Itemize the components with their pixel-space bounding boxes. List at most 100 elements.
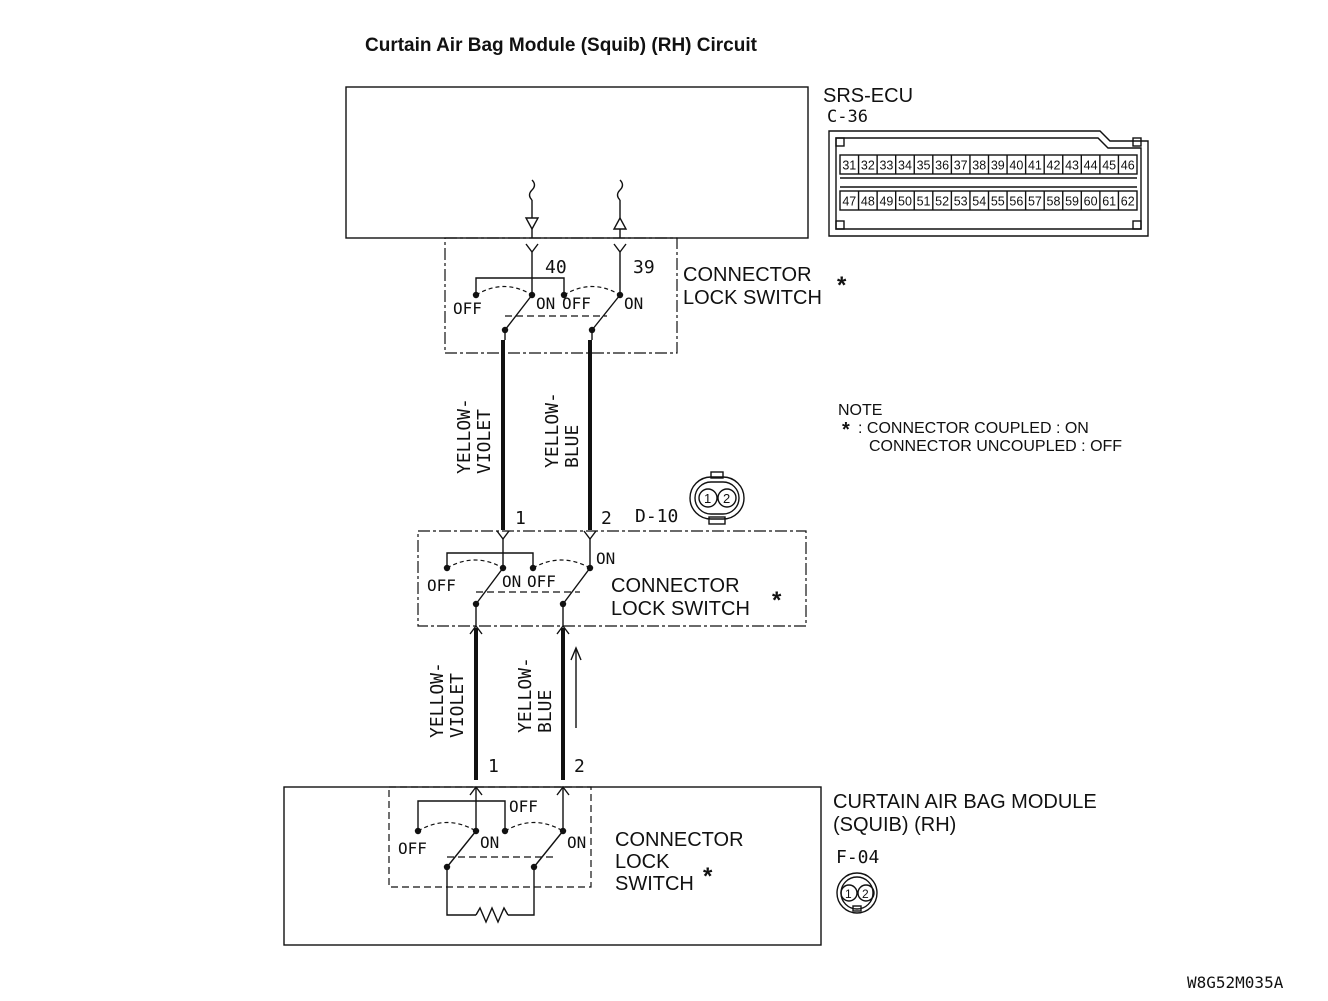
module-lock-switch-box (388, 786, 592, 888)
ecu-lock-switch-asterisk: * (837, 272, 847, 299)
lower-wire-terminals-top (469, 624, 570, 635)
wire1-upper-label-2: VIOLET (474, 409, 495, 474)
module-name-1: CURTAIN AIR BAG MODULE (833, 791, 1097, 813)
c36-top-pin-43: 43 (1065, 159, 1079, 173)
switch3-off-b: OFF (509, 797, 538, 816)
switch1-off-a: OFF (453, 299, 482, 318)
module-pin-1-label: 1 (488, 756, 499, 777)
c36-bottom-pin-47: 47 (842, 195, 856, 209)
switch2-on-a: ON (502, 572, 521, 591)
note-heading: NOTE (838, 402, 882, 419)
d10-face-pin2: 2 (723, 491, 730, 506)
module-lock-switch-label-3: SWITCH (615, 873, 694, 895)
d10-lock-switch-asterisk: * (772, 587, 782, 614)
ecu-lock-switch-circuit: OFF ON OFF ON (453, 243, 643, 340)
c36-bottom-pin-51: 51 (917, 195, 931, 209)
c36-top-pin-36: 36 (935, 159, 949, 173)
d10-lock-switch-label-2: LOCK SWITCH (611, 598, 750, 620)
d10-pin-2: 2 (601, 508, 612, 529)
c36-top-pin-41: 41 (1028, 159, 1042, 173)
c36-bottom-pin-59: 59 (1065, 195, 1079, 209)
d10-connector-label: D-10 (635, 506, 678, 527)
note-line-1: : CONNECTOR COUPLED : ON (858, 420, 1089, 437)
c36-bottom-pin-61: 61 (1102, 195, 1116, 209)
f04-face-pin2: 2 (862, 887, 869, 901)
diagram-title: Curtain Air Bag Module (Squib) (RH) Circ… (365, 35, 758, 56)
c36-top-pin-34: 34 (898, 159, 912, 173)
d10-face-pin1: 1 (704, 491, 711, 506)
c36-top-pin-38: 38 (972, 159, 986, 173)
d10-lock-switch-label-1: CONNECTOR (611, 575, 740, 597)
c36-bottom-pin-49: 49 (879, 195, 893, 209)
wire1-lower-label-1: YELLOW- (427, 662, 448, 738)
switch2-off-a: OFF (427, 576, 456, 595)
c36-bottom-pin-58: 58 (1047, 195, 1061, 209)
switch2-off-b: OFF (527, 572, 556, 591)
c36-bottom-pin-57: 57 (1028, 195, 1042, 209)
module-pin-2-label: 2 (574, 756, 585, 777)
wire2-lower-label-2: BLUE (535, 690, 556, 733)
srs-ecu-label: SRS-ECU (823, 85, 913, 107)
airbag-module-box (283, 786, 822, 946)
d10-connector-face: 1 2 (689, 471, 745, 525)
switch1-off-b: OFF (562, 294, 591, 313)
current-direction-arrow (570, 646, 582, 728)
c36-top-pin-33: 33 (879, 159, 893, 173)
figure-code: W8G52M035A (1187, 973, 1284, 992)
switch1-on-b: ON (624, 294, 643, 313)
c36-top-pin-37: 37 (954, 159, 968, 173)
f04-connector-label: F-04 (836, 847, 879, 868)
c36-bottom-pin-56: 56 (1009, 195, 1023, 209)
note-asterisk: * (842, 419, 850, 441)
module-name-2: (SQUIB) (RH) (833, 814, 956, 836)
d10-lock-switch-circuit: OFF ON OFF ON (427, 530, 615, 626)
switch3-off-a: OFF (398, 839, 427, 858)
module-lock-switch-label-1: CONNECTOR (615, 829, 744, 851)
switch2-on-b: ON (596, 549, 615, 568)
switch1-on-a: ON (536, 294, 555, 313)
c36-bottom-pin-53: 53 (954, 195, 968, 209)
c36-top-pin-35: 35 (917, 159, 931, 173)
wire2-lower-label-1: YELLOW- (515, 657, 536, 733)
ecu-pin-40-label: 40 (545, 257, 567, 278)
c36-top-pin-32: 32 (861, 159, 875, 173)
wire2-upper-label-2: BLUE (562, 425, 583, 468)
c36-bottom-pin-60: 60 (1084, 195, 1098, 209)
srs-ecu-connector-label: C-36 (827, 107, 868, 127)
c36-top-pin-45: 45 (1102, 159, 1116, 173)
f04-connector-face: 1 2 (836, 872, 878, 914)
c36-top-pin-46: 46 (1121, 159, 1135, 173)
module-lock-switch-label-2: LOCK (615, 851, 670, 873)
ecu-terminal-40 (524, 179, 540, 238)
ecu-terminal-39 (612, 179, 628, 238)
switch3-on-b: ON (567, 833, 586, 852)
d10-lock-switch-box (417, 530, 807, 627)
wire1-upper-label-1: YELLOW- (454, 398, 475, 474)
wire1-lower-label-2: VIOLET (447, 673, 468, 738)
wire2-upper-label-1: YELLOW- (542, 392, 563, 468)
c36-top-pin-40: 40 (1009, 159, 1023, 173)
module-lock-switch-circuit: OFF ON OFF ON (398, 785, 586, 924)
ecu-lock-switch-label-2: LOCK SWITCH (683, 287, 822, 309)
c36-bottom-pin-48: 48 (861, 195, 875, 209)
c36-top-pin-39: 39 (991, 159, 1005, 173)
c36-bottom-pin-54: 54 (972, 195, 986, 209)
ecu-pin-39-label: 39 (633, 257, 655, 278)
note-line-2: CONNECTOR UNCOUPLED : OFF (869, 438, 1122, 455)
c36-top-pin-31: 31 (842, 159, 856, 173)
c36-bottom-pin-62: 62 (1121, 195, 1135, 209)
c36-bottom-pin-50: 50 (898, 195, 912, 209)
module-lock-switch-asterisk: * (703, 863, 713, 890)
switch3-on-a: ON (480, 833, 499, 852)
ecu-lock-switch-label-1: CONNECTOR (683, 264, 812, 286)
c36-bottom-pin-55: 55 (991, 195, 1005, 209)
c36-connector-face: 31 32 33 34 35 36 37 38 39 40 41 42 43 44 45 46 47 48 49 5… (828, 130, 1149, 237)
srs-ecu-box (345, 86, 809, 239)
c36-bottom-pin-52: 52 (935, 195, 949, 209)
c36-top-pin-44: 44 (1084, 159, 1098, 173)
c36-top-pin-42: 42 (1047, 159, 1061, 173)
f04-face-pin1: 1 (845, 887, 852, 901)
d10-pin-1: 1 (515, 508, 526, 529)
ecu-lock-switch-box (444, 237, 678, 354)
